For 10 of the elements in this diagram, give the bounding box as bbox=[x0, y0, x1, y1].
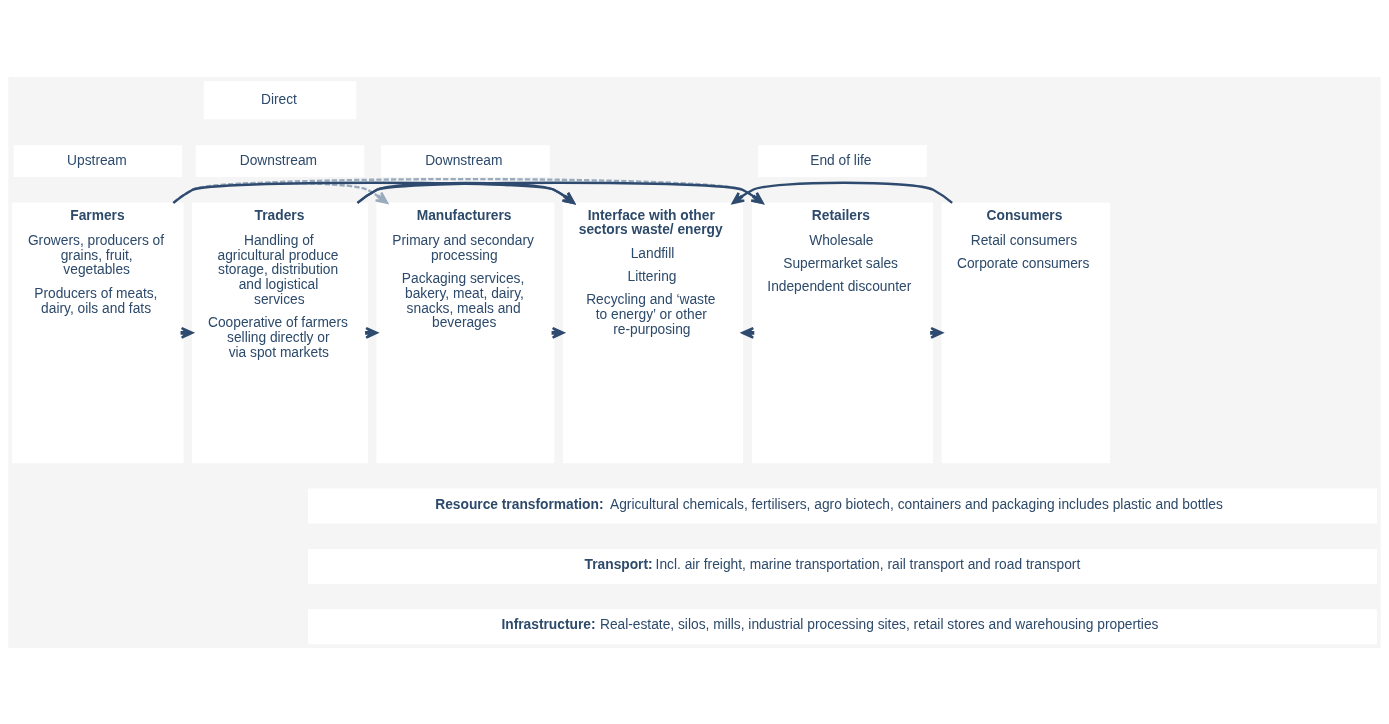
node-box: Interface with other sectors waste/ energy Landfill Littering Recycling and ‘waste to energy’ or other re-purposing bbox=[562, 202, 743, 463]
node-box: Downstream bbox=[195, 144, 365, 177]
node-box: Downstream bbox=[381, 144, 550, 177]
arrow bbox=[172, 177, 764, 204]
arrow bbox=[172, 181, 576, 204]
arrow bbox=[356, 181, 576, 204]
arrow bbox=[356, 181, 764, 204]
arrow bbox=[731, 181, 953, 204]
node-box: Consumers Retail consumers Corporate consumers bbox=[941, 202, 1111, 463]
label: Direct bbox=[260, 91, 297, 107]
